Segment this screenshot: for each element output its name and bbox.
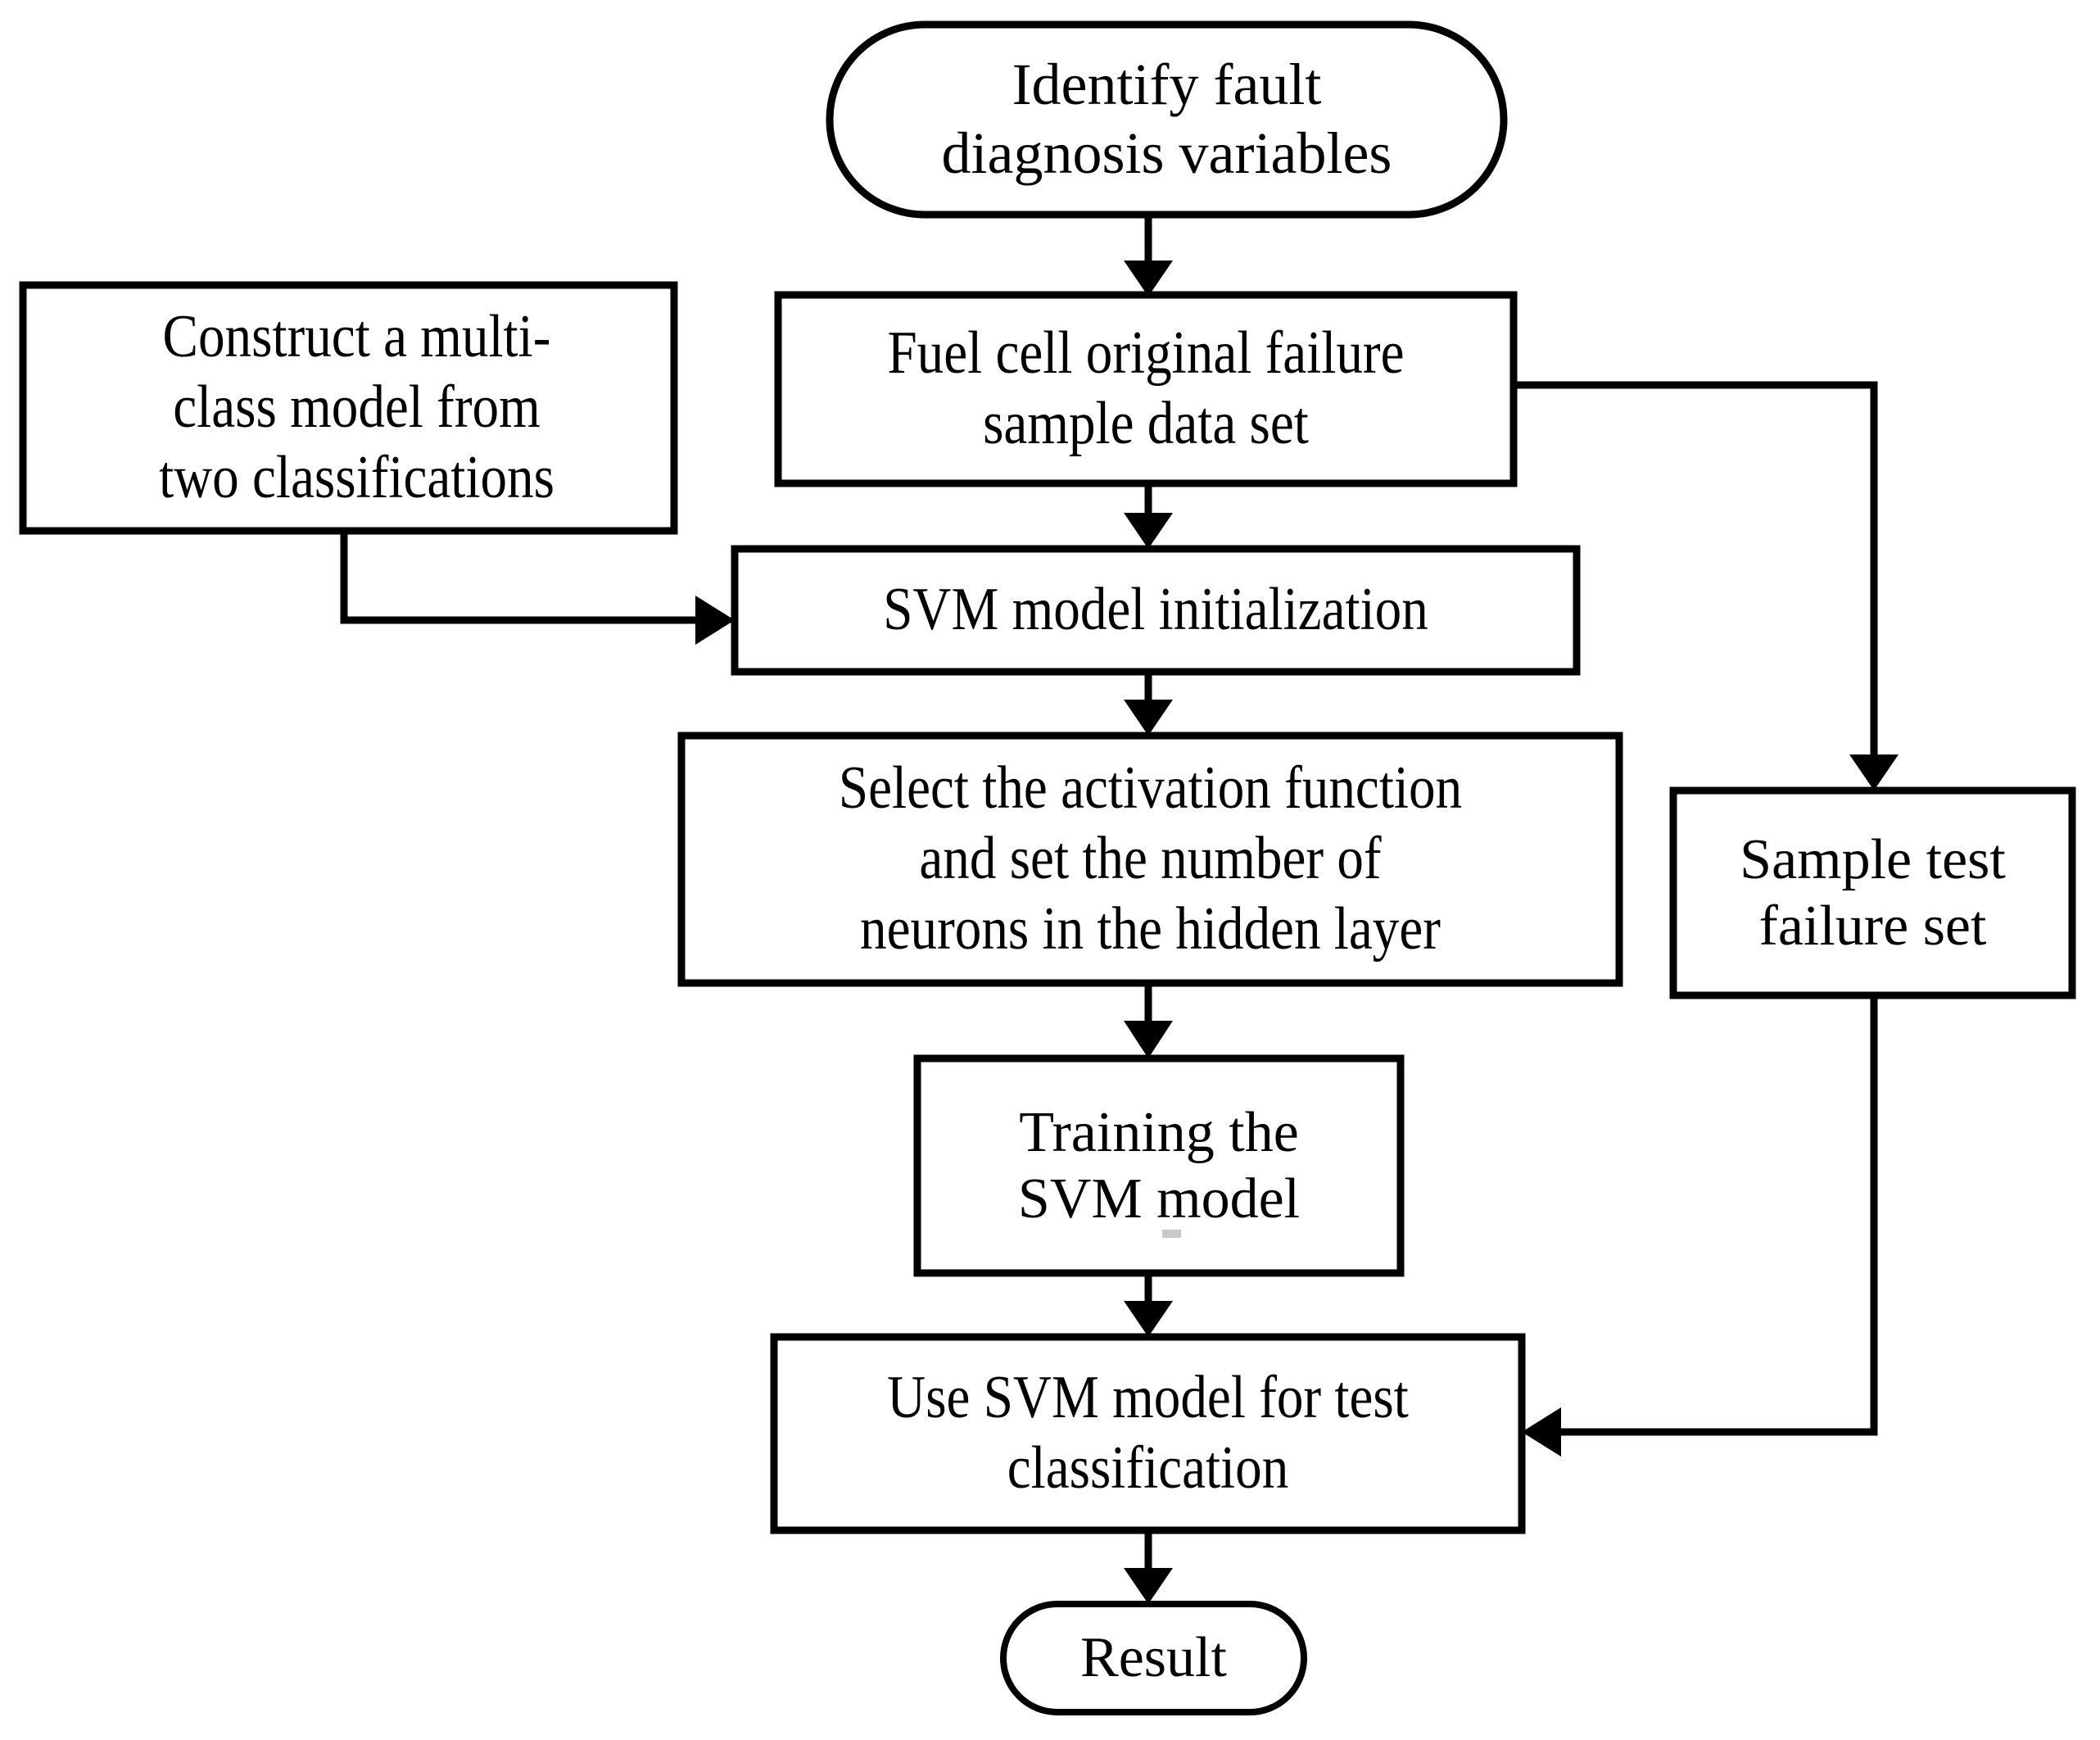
arrow-head-icon — [1124, 700, 1173, 736]
arrow-head-icon — [1124, 1301, 1173, 1337]
edge-svm-init-to-select — [1124, 672, 1173, 736]
edge-training-to-use-svm — [1124, 1273, 1173, 1337]
node-select-activation-shape[interactable] — [677, 732, 1623, 987]
edge-fuel-to-sample-test — [1514, 381, 1899, 791]
node-svm-init-shape[interactable] — [731, 545, 1581, 676]
arrow-head-icon — [1849, 754, 1899, 791]
edge-construct-to-svm-init — [340, 531, 735, 645]
edge-select-to-training — [1124, 983, 1173, 1058]
arrow-head-icon — [1124, 513, 1173, 549]
edge-identify-to-fuel — [1124, 215, 1173, 297]
node-identify-shape[interactable] — [826, 20, 1508, 219]
edge-fuel-to-svm-init — [1124, 483, 1173, 549]
node-sample-test-shape[interactable] — [1669, 786, 2076, 999]
scan-artifact-mark — [1162, 1230, 1181, 1238]
node-training-shape[interactable] — [913, 1054, 1405, 1277]
node-fuel-cell-shape[interactable] — [774, 291, 1518, 487]
node-result-shape[interactable] — [1000, 1601, 1307, 1715]
arrow-head-icon — [1522, 1407, 1561, 1457]
edge-sample-test-to-use-svm — [1522, 995, 1878, 1457]
arrow-head-icon — [1124, 1021, 1173, 1058]
arrow-head-icon — [1124, 261, 1173, 297]
arrow-head-icon — [1124, 1568, 1173, 1604]
node-use-svm-shape[interactable] — [770, 1333, 1526, 1534]
edge-use-svm-to-result — [1124, 1530, 1173, 1604]
arrow-head-icon — [695, 596, 735, 645]
node-construct-shape[interactable] — [19, 281, 678, 535]
